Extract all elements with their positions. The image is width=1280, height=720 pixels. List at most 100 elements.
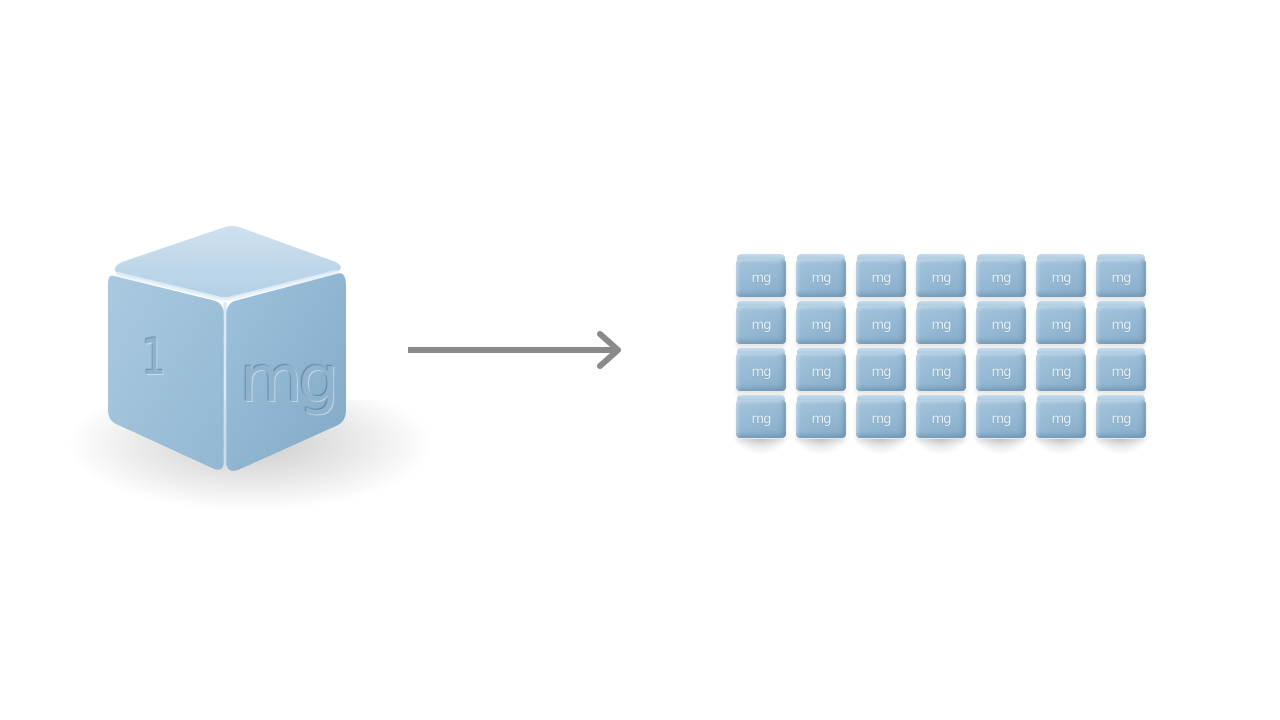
small-cube: mg bbox=[854, 395, 908, 455]
small-cube: mg bbox=[794, 254, 848, 301]
small-cube-top-face bbox=[1097, 254, 1145, 260]
small-cube-label: mg bbox=[1051, 270, 1072, 286]
small-cube: mg bbox=[854, 301, 908, 348]
small-cube-front-face: mg bbox=[736, 353, 786, 391]
small-cube-top-face bbox=[857, 348, 905, 354]
small-cube: mg bbox=[734, 395, 788, 455]
small-cube-label: mg bbox=[811, 364, 832, 380]
small-cube-front-face: mg bbox=[1096, 259, 1146, 297]
small-cube-top-face bbox=[1097, 348, 1145, 354]
small-cube-label: mg bbox=[931, 270, 952, 286]
small-cube-label: mg bbox=[1111, 364, 1132, 380]
small-cube-front-face: mg bbox=[1036, 400, 1086, 438]
small-cube: mg bbox=[1094, 301, 1148, 348]
small-cube-label: mg bbox=[871, 317, 892, 333]
small-cube: mg bbox=[794, 301, 848, 348]
small-cube-top-face bbox=[1037, 395, 1085, 401]
small-cube: mg bbox=[974, 395, 1028, 455]
small-cube-top-face bbox=[977, 395, 1025, 401]
small-cube-label: mg bbox=[751, 317, 772, 333]
small-cube-label: mg bbox=[751, 364, 772, 380]
small-cube: mg bbox=[1034, 301, 1088, 348]
small-cube: mg bbox=[734, 254, 788, 301]
small-cube-front-face: mg bbox=[796, 306, 846, 344]
small-cube-label: mg bbox=[991, 270, 1012, 286]
small-cube-front-face: mg bbox=[736, 259, 786, 297]
small-cube-top-face bbox=[1037, 348, 1085, 354]
small-cube-label: mg bbox=[991, 411, 1012, 427]
small-cube: mg bbox=[914, 254, 968, 301]
small-cube-front-face: mg bbox=[1036, 259, 1086, 297]
small-cube-label: mg bbox=[1051, 317, 1072, 333]
small-cube-top-face bbox=[917, 301, 965, 307]
small-cube-label: mg bbox=[931, 317, 952, 333]
small-cube-front-face: mg bbox=[796, 259, 846, 297]
small-cube-front-face: mg bbox=[1036, 353, 1086, 391]
small-cube-label: mg bbox=[1051, 411, 1072, 427]
small-cube-top-face bbox=[1037, 301, 1085, 307]
small-cube-front-face: mg bbox=[916, 353, 966, 391]
small-cube-label: mg bbox=[871, 270, 892, 286]
small-cube: mg bbox=[974, 301, 1028, 348]
small-cube-front-face: mg bbox=[1036, 306, 1086, 344]
small-cube-label: mg bbox=[871, 411, 892, 427]
small-cube-top-face bbox=[1097, 301, 1145, 307]
small-cube-top-face bbox=[917, 254, 965, 260]
small-cube-label: mg bbox=[1051, 364, 1072, 380]
small-cube-top-face bbox=[737, 395, 785, 401]
small-cube-front-face: mg bbox=[856, 259, 906, 297]
small-cube: mg bbox=[1034, 254, 1088, 301]
small-cubes-grid: mg mg mg mg mg mg mg mg mg mg mg mg mg mg mg mg mg mg mg mg… bbox=[734, 254, 1148, 455]
small-cube-top-face bbox=[857, 395, 905, 401]
big-cube-unit-label: mg bbox=[240, 343, 339, 417]
right-arrow-icon bbox=[408, 331, 621, 369]
small-cube-front-face: mg bbox=[736, 306, 786, 344]
small-cube: mg bbox=[794, 348, 848, 395]
small-cube: mg bbox=[1034, 395, 1088, 455]
small-cube: mg bbox=[974, 254, 1028, 301]
small-cube-front-face: mg bbox=[1096, 400, 1146, 438]
small-cube-front-face: mg bbox=[976, 400, 1026, 438]
small-cube-top-face bbox=[797, 348, 845, 354]
small-cube-front-face: mg bbox=[976, 353, 1026, 391]
small-cube-top-face bbox=[797, 301, 845, 307]
small-cube-front-face: mg bbox=[976, 259, 1026, 297]
small-cube: mg bbox=[914, 395, 968, 455]
big-cube-top-face bbox=[114, 226, 341, 299]
small-cube: mg bbox=[1094, 348, 1148, 395]
small-cube-front-face: mg bbox=[1096, 306, 1146, 344]
small-cube-front-face: mg bbox=[916, 259, 966, 297]
small-cube: mg bbox=[734, 348, 788, 395]
small-cube-top-face bbox=[917, 348, 965, 354]
small-cube-front-face: mg bbox=[856, 353, 906, 391]
small-cube-front-face: mg bbox=[1096, 353, 1146, 391]
small-cube-top-face bbox=[857, 254, 905, 260]
small-cube-top-face bbox=[977, 254, 1025, 260]
small-cube-front-face: mg bbox=[856, 306, 906, 344]
small-cube-label: mg bbox=[931, 364, 952, 380]
big-cube-number-label: 1 bbox=[141, 328, 167, 386]
small-cube: mg bbox=[1094, 254, 1148, 301]
big-cube-right-face bbox=[226, 273, 346, 471]
small-cube: mg bbox=[794, 395, 848, 455]
small-cube-top-face bbox=[737, 348, 785, 354]
small-cube-label: mg bbox=[991, 364, 1012, 380]
small-cube: mg bbox=[734, 301, 788, 348]
small-cube: mg bbox=[914, 348, 968, 395]
small-cube-label: mg bbox=[811, 270, 832, 286]
small-cube-label: mg bbox=[751, 270, 772, 286]
small-cube-front-face: mg bbox=[916, 400, 966, 438]
small-cube-top-face bbox=[917, 395, 965, 401]
small-cube-label: mg bbox=[991, 317, 1012, 333]
small-cube-label: mg bbox=[931, 411, 952, 427]
small-cube: mg bbox=[974, 348, 1028, 395]
small-cube-front-face: mg bbox=[856, 400, 906, 438]
small-cube-label: mg bbox=[811, 317, 832, 333]
small-cube-label: mg bbox=[751, 411, 772, 427]
small-cube: mg bbox=[1094, 395, 1148, 455]
big-cube-body bbox=[108, 226, 346, 471]
small-cube: mg bbox=[914, 301, 968, 348]
small-cube-top-face bbox=[977, 348, 1025, 354]
small-cube-top-face bbox=[1037, 254, 1085, 260]
